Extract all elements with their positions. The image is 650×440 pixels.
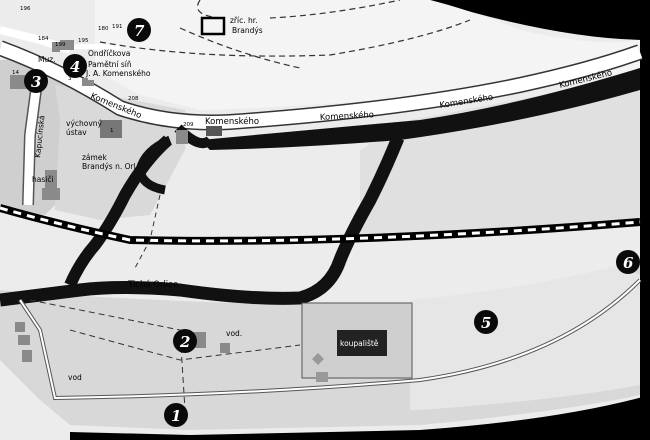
- street-komenskeho-label-3: Komenského: [320, 109, 375, 123]
- marker-5[interactable]: 5: [474, 310, 498, 334]
- meadow-band: [360, 75, 640, 238]
- pool-diamond: [312, 353, 324, 365]
- map-frame-bottom: [70, 395, 650, 440]
- svg-text:7: 7: [134, 22, 145, 40]
- castle-ruin-label-line1: zříc. hr.: [230, 16, 258, 25]
- memorial-hall-label-line2: J. A. Komenského: [85, 69, 151, 78]
- house-number: 195: [78, 38, 89, 44]
- river-main: [200, 68, 640, 150]
- trail-hill-3: [196, 0, 221, 19]
- house-number: 199: [55, 42, 66, 48]
- marker-3[interactable]: 3: [24, 69, 48, 93]
- road-komenskeho: [0, 41, 643, 129]
- water-label-1: vod.: [226, 329, 242, 338]
- chateau-label-line1: zámek: [82, 153, 107, 162]
- street-ondrickova-label: Ondříčkova: [88, 49, 130, 58]
- road-kapucinska: [23, 74, 43, 206]
- museum-label: Muz.: [38, 55, 56, 64]
- trail-south-2: [69, 329, 301, 361]
- chateau-label-line2: Brandýs n. Orl.: [82, 162, 138, 171]
- trail-hill-1: [99, 19, 471, 57]
- river-branch-north: [0, 135, 405, 307]
- svg-text:2: 2: [179, 333, 190, 351]
- pool-label: koupaliště: [340, 339, 379, 348]
- institute-label-line2: ústav: [66, 128, 87, 137]
- trail-bridge: [134, 194, 161, 269]
- house-number: 208: [128, 96, 139, 102]
- trail-hill-4: [269, 0, 401, 19]
- pool-building: [316, 372, 328, 382]
- house-number: 184: [38, 36, 49, 42]
- marker-6[interactable]: 6: [616, 250, 640, 274]
- castle-ruin: [200, 16, 226, 36]
- svg-text:1: 1: [171, 407, 181, 425]
- svg-text:4: 4: [70, 58, 80, 76]
- road-south: [19, 279, 641, 400]
- svg-text:3: 3: [31, 73, 41, 91]
- marker-7[interactable]: 7: [127, 18, 151, 42]
- river-loop: [135, 135, 172, 195]
- house-number: 196: [20, 6, 31, 12]
- marker-4[interactable]: 4: [63, 54, 87, 78]
- house-number: 3: [68, 76, 72, 82]
- street-kapucinska-label: Kapucínská: [33, 115, 46, 158]
- house-number: 209: [183, 122, 194, 128]
- house-number: 1: [110, 128, 114, 134]
- svg-text:5: 5: [481, 314, 491, 332]
- firefighters-label: hasiči: [32, 175, 54, 184]
- marker-2[interactable]: 2: [173, 329, 197, 353]
- map-frame-top-right: [430, 0, 650, 40]
- svg-text:6: 6: [623, 254, 634, 272]
- water-label-2: vod: [68, 373, 82, 382]
- house-number: 14: [12, 70, 19, 76]
- buildings: [10, 40, 230, 362]
- memorial-hall-label-line1: Pamětní síň: [88, 60, 132, 69]
- house-number: 191: [112, 24, 123, 30]
- river-label: Tichá Orlice: [127, 280, 178, 290]
- street-komenskeho-label-2: Komenského: [205, 116, 259, 127]
- railway-ties: [0, 206, 641, 243]
- map-frame-right: [640, 0, 650, 440]
- trail-hill-2: [179, 27, 301, 69]
- south-meadow: [410, 265, 640, 410]
- marker-1[interactable]: 1: [164, 403, 188, 427]
- trail-south-1: [29, 299, 186, 411]
- house-number: 180: [98, 26, 109, 32]
- pool: [337, 330, 387, 356]
- institute-label-line1: výchovný: [66, 119, 103, 128]
- castle-ruin-label-line2: Brandýs: [232, 26, 263, 35]
